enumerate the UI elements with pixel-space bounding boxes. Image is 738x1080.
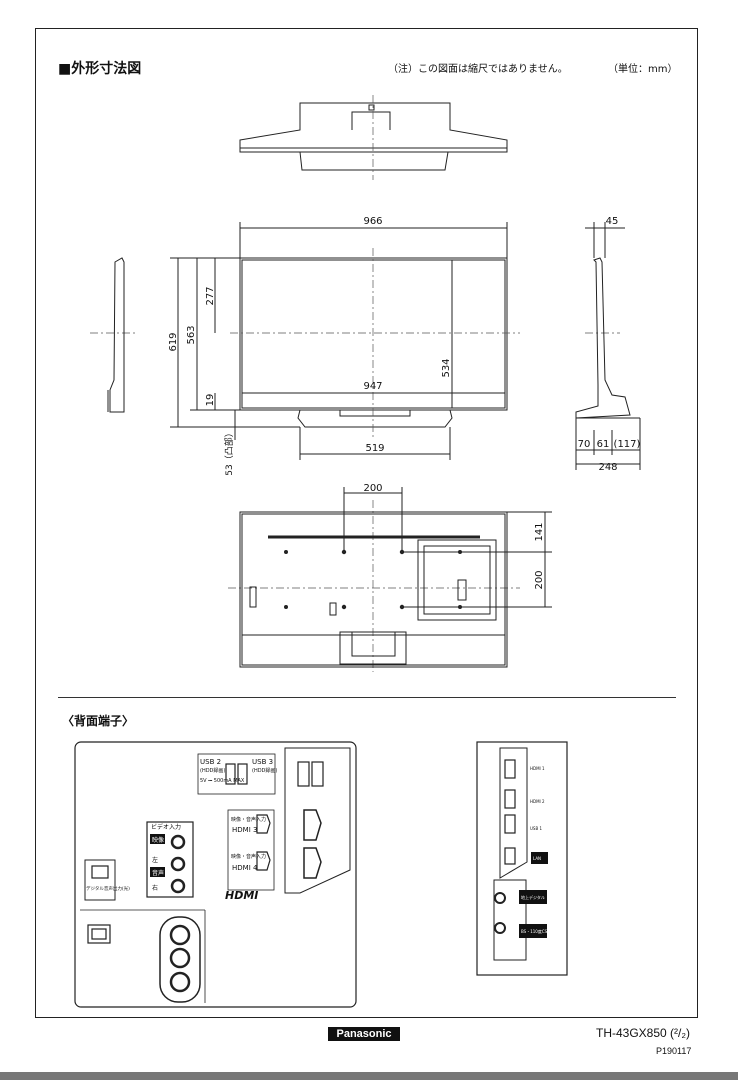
tv-right-side-view (575, 257, 631, 419)
dim-height-upper: 277 (205, 286, 216, 305)
video-input-label: ビデオ入力 (151, 823, 181, 831)
usb2-sub: (HDD録画) (200, 767, 225, 774)
hdmi4-label: HDMI 4 (232, 864, 258, 872)
document-code: P190117 (656, 1046, 692, 1056)
bottom-bar (0, 1072, 738, 1080)
hdmi4-desc: 映像・音声入力 (231, 853, 266, 860)
video-input-block (146, 821, 194, 898)
scale-note: （注）この図面は縮尺ではありません。 (388, 64, 568, 75)
audio-r-label: 右 (152, 884, 158, 892)
usb3-sub: (HDD録画) (252, 767, 277, 774)
optical-port (87, 924, 111, 944)
model-number: TH-43GX850 (²/₂) (596, 1026, 691, 1040)
dim-vesa-v: 200 (534, 570, 545, 589)
optical-label: デジタル音声出力(光) (86, 885, 130, 892)
side-usb1-label: USB 1 (530, 826, 542, 831)
audio-l-label: 左 (152, 856, 158, 864)
side-ant1-label: 地上デジタル (521, 894, 545, 900)
rear-stand-mount (339, 631, 407, 665)
stand-top (351, 111, 391, 130)
brand-logo: Panasonic (328, 1027, 400, 1041)
section-divider (58, 697, 676, 698)
usb-power-label: 5V ⎓ 500mA MAX (200, 778, 245, 784)
page-title: ■外形寸法図 (58, 61, 142, 77)
stand-base-top (299, 151, 449, 171)
stand-neck (339, 410, 411, 417)
tv-top-view (239, 102, 508, 153)
page-frame (35, 28, 698, 1018)
dim-screen-width: 947 (363, 381, 382, 392)
dim-bottom-gap: 19 (205, 394, 216, 407)
usb3-port (237, 763, 248, 785)
hdmi3-label: HDMI 3 (232, 826, 257, 834)
usb3-label: USB 3 (252, 758, 273, 766)
dim-depth-a: 70 (578, 439, 591, 450)
hdmi-logo: HDMI (225, 889, 258, 902)
top-marker (368, 104, 375, 111)
usb2-label: USB 2 (200, 758, 221, 766)
dim-vesa-top: 141 (534, 522, 545, 541)
video-label: 映像 (152, 836, 164, 844)
section-title-rear-terminals: 〈背面端子〉 (62, 714, 135, 728)
dim-screen-height: 534 (441, 358, 452, 377)
tv-rear-view (239, 511, 508, 668)
ant-block (159, 916, 201, 1003)
hdmi-block (227, 809, 275, 891)
dim-depth-b: 61 (597, 439, 610, 450)
dim-stand-height: 53（凸部） (223, 428, 235, 475)
dim-stand-width: 519 (365, 443, 384, 454)
usb-block (197, 753, 276, 795)
side-terminal-outline (284, 747, 351, 894)
dim-height: 563 (186, 325, 197, 344)
tv-front-view (239, 257, 508, 411)
unit-note: （単位：mm） (608, 64, 678, 75)
side-lan-label: LAN (533, 856, 541, 861)
side-panel-diagram (476, 741, 568, 976)
side-hdmi1-label: HDMI 1 (530, 766, 545, 771)
screen-area (241, 259, 506, 409)
usb2-port (225, 763, 236, 785)
rear-terminal-diagram (74, 741, 357, 1008)
side-hdmi2-label: HDMI 2 (530, 799, 545, 804)
dim-depth-top: 45 (606, 216, 619, 227)
rear-terminal-panel (417, 539, 497, 621)
dim-height-outer: 619 (168, 332, 179, 351)
audio-label: 音声 (152, 869, 164, 877)
hdmi3-desc: 映像・音声入力 (231, 816, 266, 823)
side-ant2-label: BS・110度CS (521, 928, 548, 934)
dim-depth-c: (117) (614, 439, 641, 450)
dim-width: 966 (363, 216, 382, 227)
tv-left-side-view (109, 257, 125, 413)
dim-depth-total: 248 (598, 462, 617, 473)
optical-block (84, 859, 116, 901)
stand-front (297, 409, 453, 428)
dim-vesa-h: 200 (363, 483, 382, 494)
